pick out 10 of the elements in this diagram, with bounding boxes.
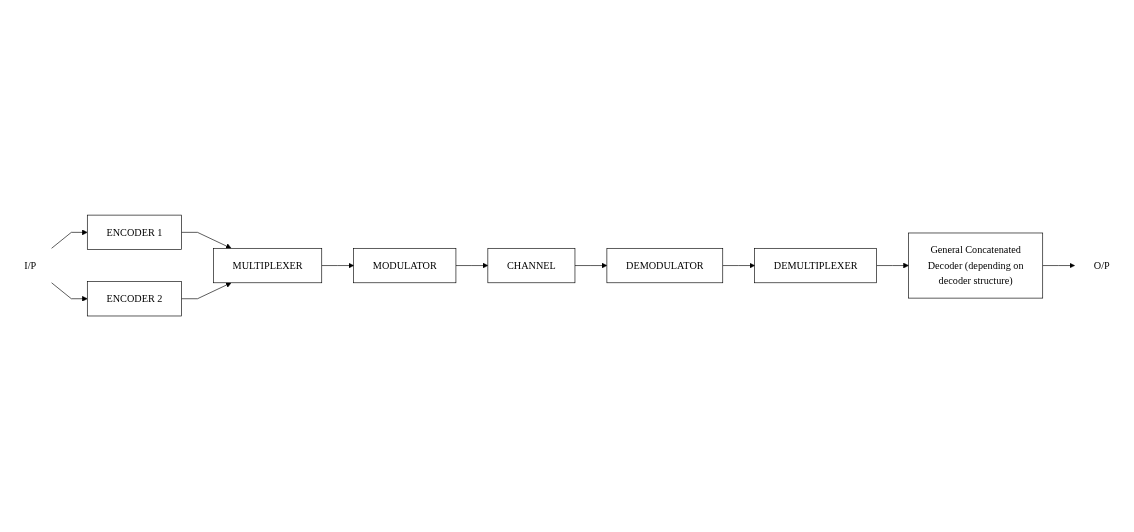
node-text: O/P	[1093, 260, 1110, 272]
node-box: MULTIPLEXER	[213, 248, 323, 284]
node-box: DEMULTIPLEXER	[754, 248, 877, 284]
node-box: ENCODER 1	[87, 215, 182, 251]
node-text: I/P	[24, 260, 37, 272]
node-box: General Concatenated Decoder (depending on decoder structure)	[908, 233, 1044, 299]
node-box: CHANNEL	[487, 248, 576, 284]
node-box: DEMODULATOR	[606, 248, 724, 284]
node-box: ENCODER 2	[87, 281, 182, 317]
node-box: MODULATOR	[353, 248, 457, 284]
